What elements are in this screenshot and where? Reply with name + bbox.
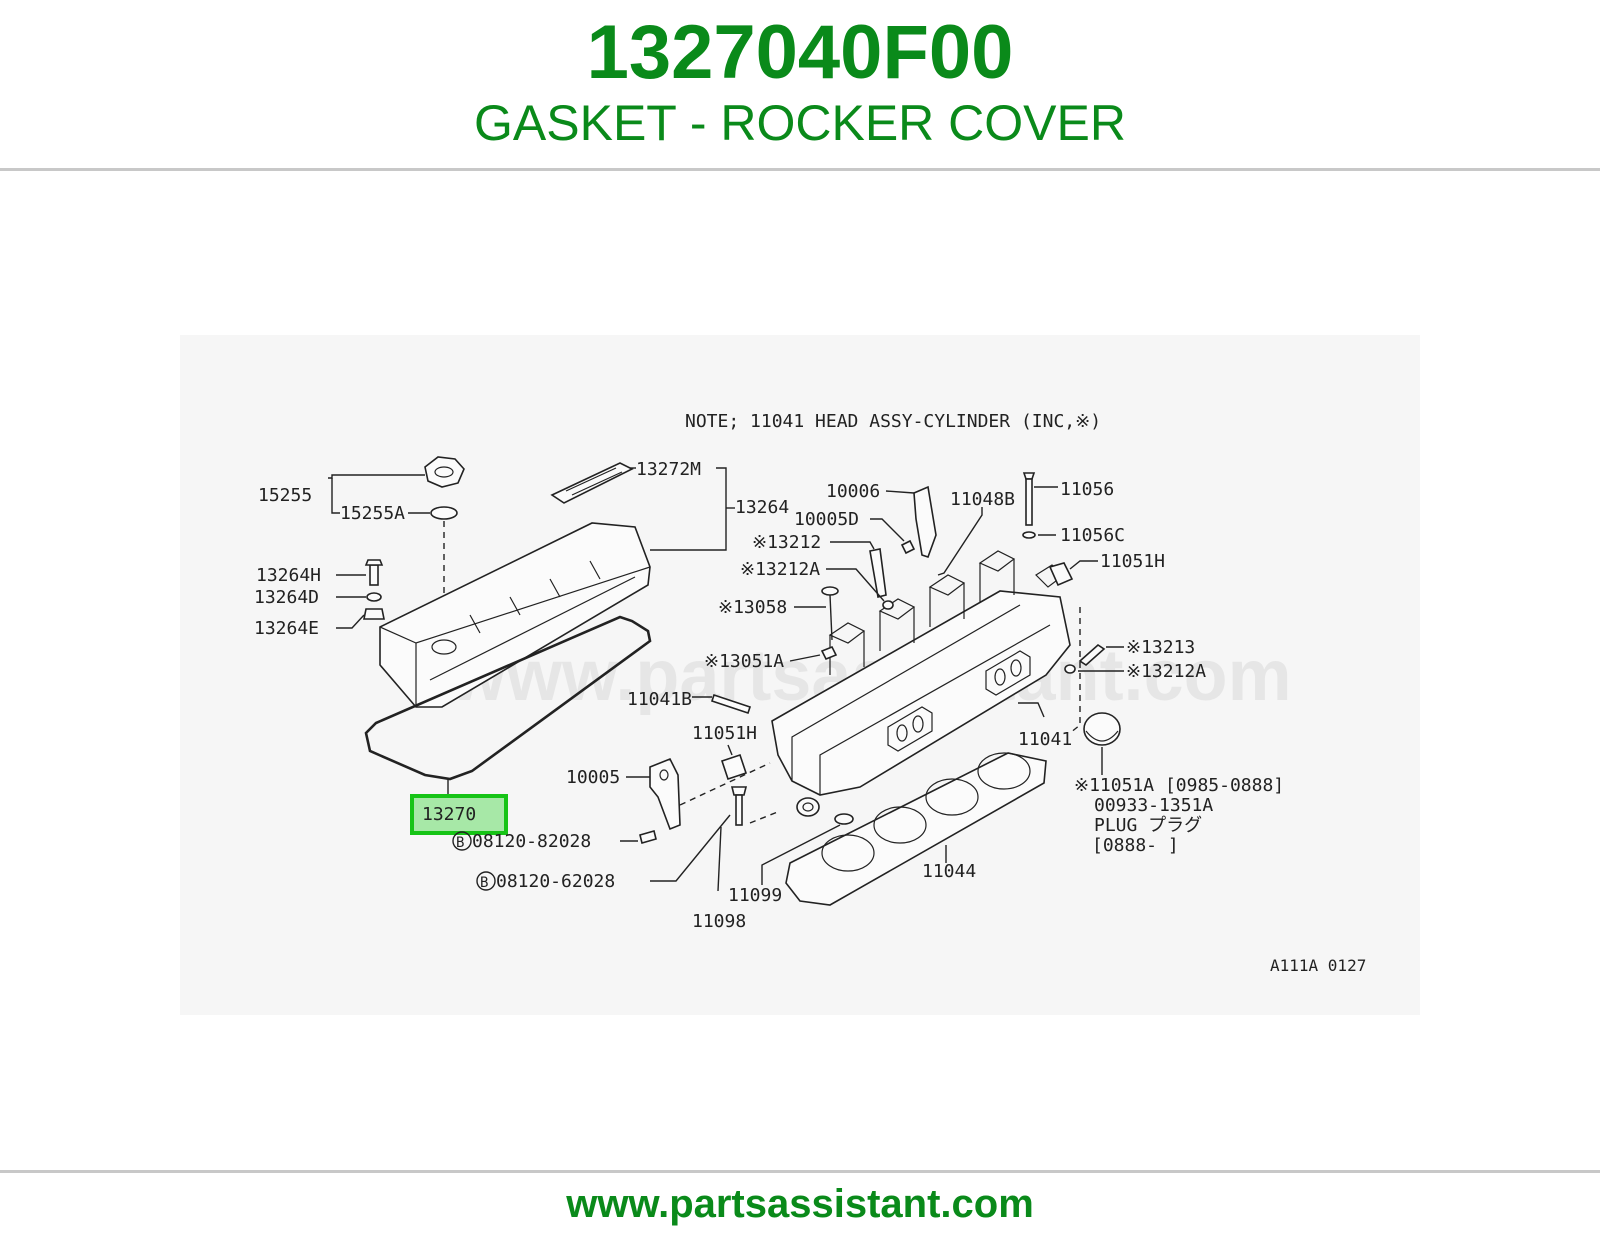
page-header: 1327040F00 GASKET - ROCKER COVER [0, 0, 1600, 168]
label-11051H-low[interactable]: 11051H [692, 723, 757, 744]
footer-divider [0, 1170, 1600, 1173]
valve-13051A[interactable] [820, 645, 838, 661]
label-13264E[interactable]: 13264E [254, 618, 319, 639]
cover-washer[interactable] [366, 592, 382, 602]
label-13272M[interactable]: 13272M [636, 459, 701, 480]
washer-small[interactable] [834, 813, 854, 825]
label-10006[interactable]: 10006 [826, 481, 880, 502]
rocker-cover-emblem[interactable] [550, 462, 634, 504]
label-11099[interactable]: 11099 [728, 885, 782, 906]
label-13270[interactable]: 13270 [422, 804, 476, 825]
label-plug: PLUG プラグ [1094, 815, 1202, 836]
label-13213[interactable]: ※13213 [1126, 637, 1195, 658]
circle-b-2-text: B [480, 875, 488, 891]
valve-13058[interactable] [821, 586, 839, 641]
circle-b-2 [476, 871, 496, 891]
label-13264D[interactable]: 13264D [254, 587, 319, 608]
label-10005D[interactable]: 10005D [794, 509, 859, 530]
label-11056C[interactable]: 11056C [1060, 525, 1125, 546]
label-11051A[interactable]: ※11051A [0985-0888] [1074, 775, 1284, 796]
head-gasket[interactable] [785, 752, 1047, 906]
part-number: 1327040F00 [586, 10, 1014, 95]
highlight-box-13270[interactable] [410, 794, 508, 835]
header-divider [0, 168, 1600, 171]
rocker-cover[interactable] [379, 522, 651, 708]
footer-website[interactable]: www.partsassistant.com [566, 1182, 1034, 1226]
label-13264[interactable]: 13264 [735, 497, 789, 518]
part-name: GASKET - ROCKER COVER [474, 95, 1126, 151]
label-10005[interactable]: 10005 [566, 767, 620, 788]
rocker-cover-gasket[interactable] [364, 615, 652, 781]
diagram-note: NOTE; 11041 HEAD ASSY-CYLINDER (INC,※) [685, 411, 1101, 432]
circle-b-1-text: B [456, 835, 464, 851]
diagram-code: A111A 0127 [1270, 956, 1366, 975]
label-13212[interactable]: ※13212 [752, 532, 821, 553]
plug-11051A[interactable] [1083, 712, 1121, 746]
valve-guide-13213[interactable] [1078, 643, 1106, 667]
valve-guide-13212[interactable] [869, 548, 887, 598]
plug-11051H-low[interactable] [720, 753, 748, 781]
plug-11051H-top[interactable] [1048, 562, 1074, 587]
seal-11099[interactable] [796, 797, 820, 817]
lifting-plate-10006[interactable] [913, 485, 937, 559]
label-13058[interactable]: ※13058 [718, 597, 787, 618]
seal-13212A-right[interactable] [1064, 664, 1076, 674]
label-11098[interactable]: 11098 [692, 911, 746, 932]
cover-grommet[interactable] [363, 608, 385, 620]
label-08120-82028[interactable]: 08120-82028 [472, 831, 591, 852]
label-11041[interactable]: 11041 [1018, 729, 1072, 750]
label-13212A-left[interactable]: ※13212A [740, 559, 820, 580]
seal-13212A-left[interactable] [882, 600, 894, 610]
bolt-11098[interactable] [730, 786, 748, 826]
head-bolt-11056[interactable] [1022, 472, 1036, 526]
label-11044[interactable]: 11044 [922, 861, 976, 882]
label-11051H-top[interactable]: 11051H [1100, 551, 1165, 572]
label-plug-range: [0888- ] [1092, 835, 1179, 856]
bolt-10005D[interactable] [900, 539, 916, 555]
label-11056[interactable]: 11056 [1060, 479, 1114, 500]
label-11041B[interactable]: 11041B [627, 689, 692, 710]
label-13264H[interactable]: 13264H [256, 565, 321, 586]
label-15255[interactable]: 15255 [258, 485, 312, 506]
circle-b-1 [452, 831, 472, 851]
oil-cap-seal[interactable] [430, 506, 458, 520]
cylinder-head[interactable] [771, 550, 1071, 796]
label-13051A[interactable]: ※13051A [704, 651, 784, 672]
stud-11041B[interactable] [710, 693, 752, 715]
label-08120-62028[interactable]: 08120-62028 [496, 871, 615, 892]
label-15255A[interactable]: 15255A [340, 503, 405, 524]
label-00933-1351A[interactable]: 00933-1351A [1094, 795, 1213, 816]
label-11048B[interactable]: 11048B [950, 489, 1015, 510]
small-bolt-1[interactable] [639, 830, 657, 844]
exploded-parts-diagram: www.partsassistant.com NOTE; 11041 HEAD … [180, 335, 1420, 1015]
washer-11056C[interactable] [1022, 531, 1036, 539]
oil-filler-cap[interactable] [424, 456, 465, 488]
diagram-canvas: www.partsassistant.com NOTE; 11041 HEAD … [254, 411, 1366, 975]
cover-bolt[interactable] [364, 559, 384, 586]
bracket-10005[interactable] [649, 757, 681, 831]
label-13212A-right[interactable]: ※13212A [1126, 661, 1206, 682]
